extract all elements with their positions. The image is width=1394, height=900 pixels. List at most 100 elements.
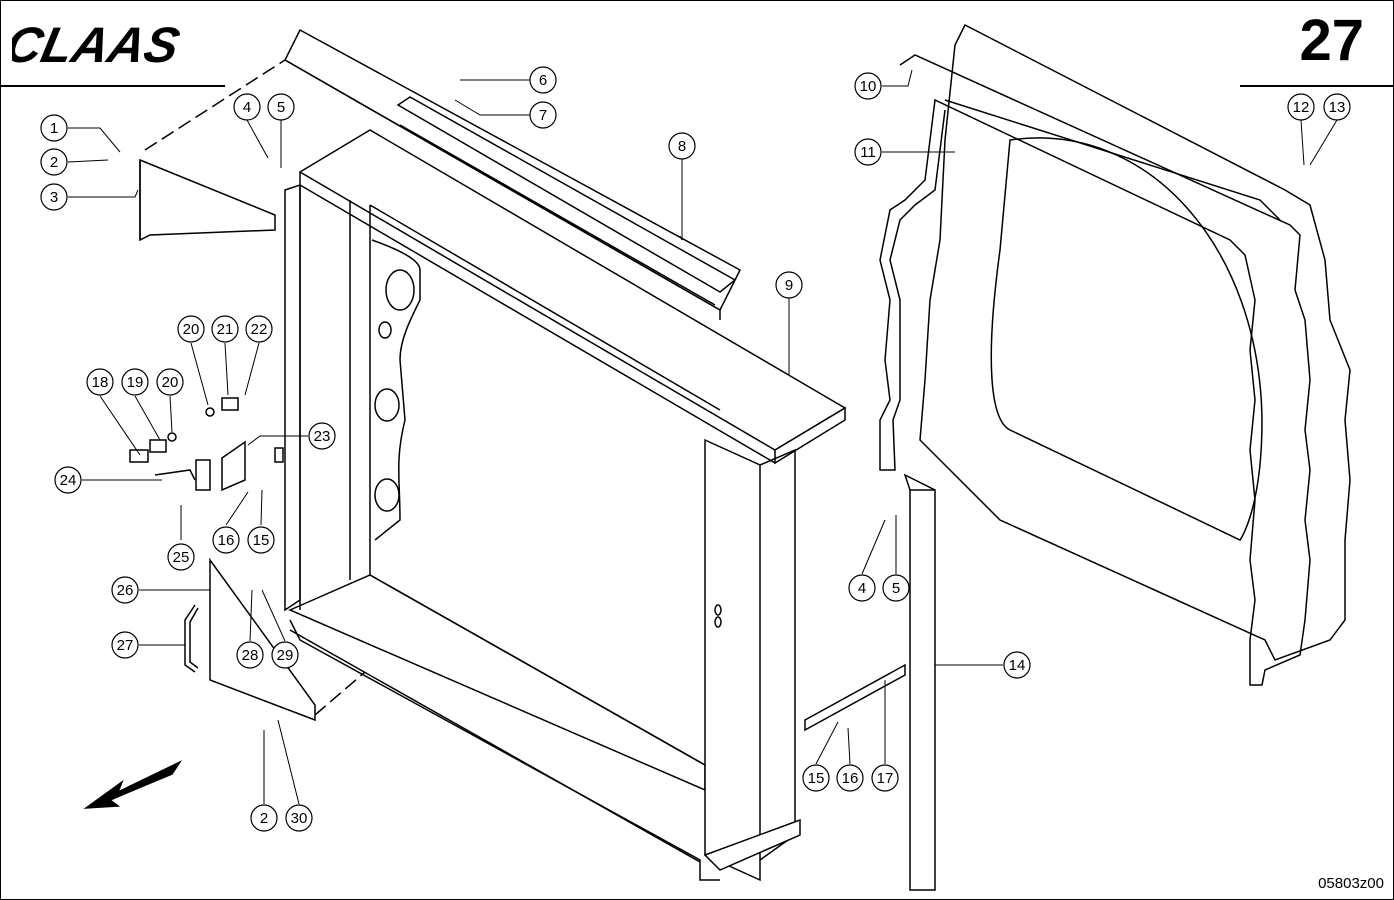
callout-4: 4	[848, 574, 876, 602]
callout-circle	[111, 576, 139, 604]
callout-circle	[854, 138, 882, 166]
callout-10: 10	[854, 72, 882, 100]
callout-circle	[177, 315, 205, 343]
callout-number: 13	[1329, 99, 1346, 116]
callout-5: 5	[267, 93, 295, 121]
callout-3: 3	[40, 183, 68, 211]
callout-number: 19	[127, 374, 144, 391]
callout-number: 2	[260, 810, 268, 827]
callout-number: 29	[277, 647, 294, 664]
callout-circle	[1323, 93, 1351, 121]
callout-circle	[121, 368, 149, 396]
callout-13: 13	[1323, 93, 1351, 121]
callout-29: 29	[271, 641, 299, 669]
callout-number: 20	[183, 321, 200, 338]
callout-number: 28	[242, 647, 259, 664]
callout-number: 30	[291, 810, 308, 827]
radiator-frame	[284, 129, 847, 882]
callout-2: 2	[250, 804, 278, 832]
callout-number: 5	[277, 99, 285, 116]
callout-number: 3	[50, 189, 58, 206]
callout-number: 24	[60, 472, 77, 489]
callout-24: 24	[54, 466, 82, 494]
callout-number: 20	[162, 374, 179, 391]
callout-18: 18	[86, 368, 114, 396]
callout-circle	[40, 114, 68, 142]
callout-number: 14	[1009, 657, 1026, 674]
callout-number: 7	[539, 107, 547, 124]
callout-14: 14	[1003, 651, 1031, 679]
callout-circle	[40, 148, 68, 176]
callout-25: 25	[167, 543, 195, 571]
fan-shroud	[879, 23, 1351, 686]
callout-number: 2	[50, 154, 58, 171]
callout-number: 8	[678, 138, 686, 155]
callout-6: 6	[529, 66, 557, 94]
callout-21: 21	[211, 315, 239, 343]
callout-circle	[836, 764, 864, 792]
callout-26: 26	[111, 576, 139, 604]
callout-7: 7	[529, 101, 557, 129]
bracket-3	[139, 59, 286, 242]
callout-number: 11	[860, 144, 876, 161]
callout-number: 5	[892, 580, 900, 597]
callout-circle	[308, 422, 336, 450]
callout-number: 21	[217, 321, 234, 338]
leader-lines	[67, 69, 1338, 805]
callout-circle	[111, 631, 139, 659]
forward-direction-arrow-icon	[83, 760, 183, 809]
callout-2: 2	[40, 148, 68, 176]
callout-27: 27	[111, 631, 139, 659]
callout-circle	[267, 93, 295, 121]
callout-number: 12	[1293, 99, 1310, 116]
callout-number: 16	[842, 770, 859, 787]
callout-number: 17	[877, 770, 894, 787]
callout-8: 8	[668, 132, 696, 160]
bracket-26	[184, 557, 366, 722]
callout-circle	[871, 764, 899, 792]
callout-15: 15	[802, 764, 830, 792]
callout-15: 15	[247, 526, 275, 554]
callout-circle	[882, 574, 910, 602]
callout-30: 30	[285, 804, 313, 832]
callout-number: 16	[218, 532, 235, 549]
callout-circle	[802, 764, 830, 792]
callout-4: 4	[233, 93, 261, 121]
callout-number: 15	[253, 532, 270, 549]
callout-11: 11	[854, 138, 882, 166]
callout-circle	[271, 641, 299, 669]
callout-circle	[285, 804, 313, 832]
callout-circle	[167, 543, 195, 571]
callout-circle	[848, 574, 876, 602]
callout-number: 10	[860, 78, 877, 95]
page-number: 27	[1299, 8, 1364, 73]
callout-circle	[1003, 651, 1031, 679]
callout-circle	[247, 526, 275, 554]
bracket-23	[129, 397, 284, 492]
callout-number: 1	[50, 120, 58, 137]
callout-22: 22	[245, 315, 273, 343]
callout-circle	[156, 368, 184, 396]
strip-17	[804, 663, 906, 732]
callout-circle	[54, 466, 82, 494]
callout-circle	[212, 526, 240, 554]
callout-16: 16	[212, 526, 240, 554]
callout-23: 23	[308, 422, 336, 450]
callout-circle	[245, 315, 273, 343]
callout-circle	[1287, 93, 1315, 121]
callout-circle	[233, 93, 261, 121]
callout-circle	[775, 271, 803, 299]
callout-circle	[86, 368, 114, 396]
drawing-code: 05803z00	[1318, 875, 1384, 892]
callout-number: 4	[243, 99, 251, 116]
callout-number: 6	[539, 72, 547, 89]
callout-16: 16	[836, 764, 864, 792]
callout-28: 28	[236, 641, 264, 669]
callout-number: 18	[92, 374, 109, 391]
callout-circle	[854, 72, 882, 100]
callout-circle	[211, 315, 239, 343]
brand-text: CLAAS	[12, 18, 185, 68]
callout-number: 22	[251, 321, 268, 338]
